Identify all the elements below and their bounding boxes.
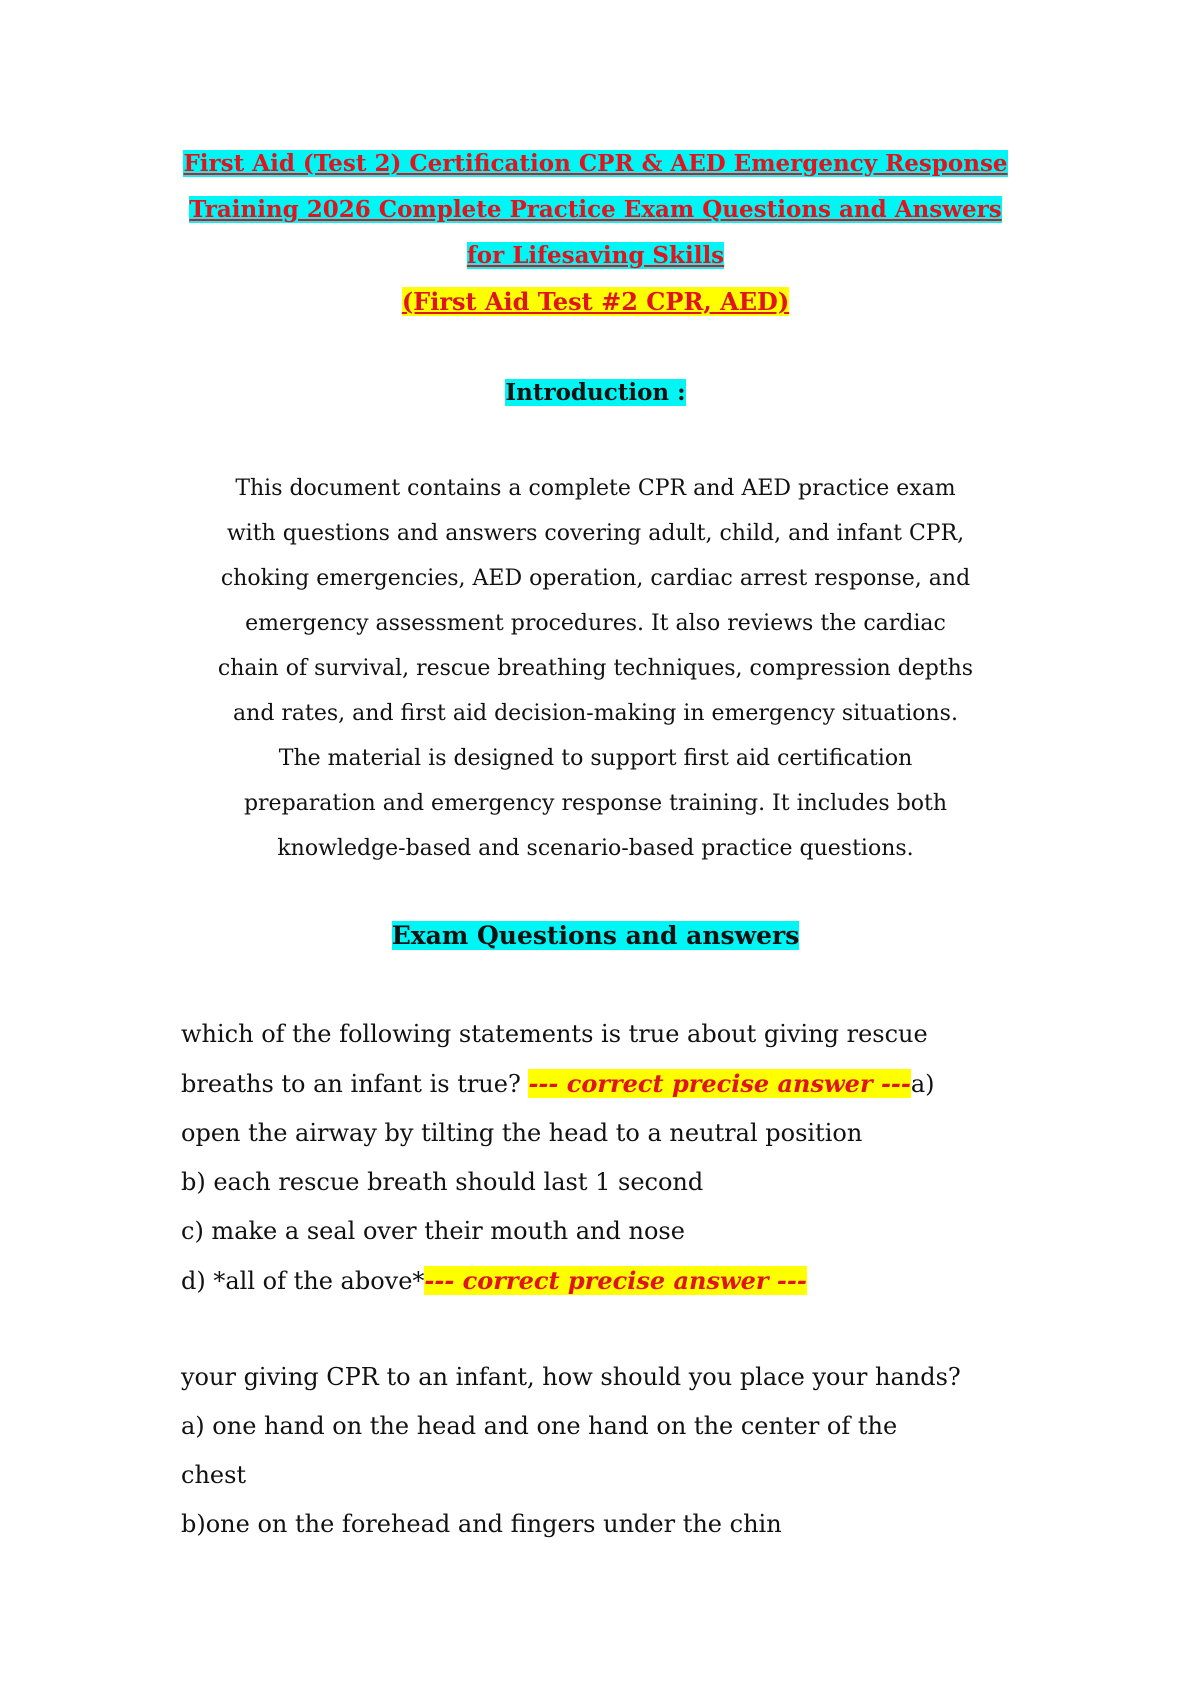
introduction-heading: Introduction :	[505, 379, 686, 406]
question-1-text: breaths to an infant is true?	[181, 1070, 529, 1098]
document-subtitle: (First Aid Test #2 CPR, AED)	[401, 287, 790, 316]
question-2-text: your giving CPR to an infant, how should…	[181, 1363, 961, 1391]
intro-line: This document contains a complete CPR an…	[235, 476, 956, 501]
intro-line: choking emergencies, AED operation, card…	[220, 566, 971, 591]
intro-line: emergency assessment procedures. It also…	[245, 611, 946, 636]
option-c: c) make a seal over their mouth and nose	[181, 1217, 685, 1245]
title-line-1: First Aid (Test 2) Certification CPR & A…	[183, 150, 1008, 177]
correct-answer-marker: --- correct precise answer ---	[424, 1266, 807, 1295]
intro-line: with questions and answers covering adul…	[226, 521, 965, 546]
option-a: open the airway by tilting the head to a…	[181, 1119, 863, 1147]
title-line-3: for Lifesaving Skills	[466, 242, 725, 269]
introduction-heading-row: Introduction :	[0, 376, 1191, 410]
question-2: your giving CPR to an infant, how should…	[181, 1353, 1051, 1549]
introduction-paragraph: This document contains a complete CPR an…	[170, 466, 1021, 871]
option-d: d) *all of the above*--- correct precise…	[181, 1256, 1051, 1306]
question-1-line: which of the following statements is tru…	[181, 1020, 928, 1048]
intro-line: knowledge-based and scenario-based pract…	[277, 836, 914, 861]
option-a: a) one hand on the head and one hand on …	[181, 1412, 898, 1440]
option-a-continued: chest	[181, 1461, 247, 1489]
intro-line: chain of survival, rescue breathing tech…	[217, 656, 974, 681]
option-d-text: d) *all of the above*	[181, 1267, 425, 1295]
option-b: b) each rescue breath should last 1 seco…	[181, 1168, 704, 1196]
intro-line: and rates, and first aid decision-making…	[233, 701, 958, 726]
question-1-line: breaths to an infant is true? --- correc…	[181, 1059, 1051, 1109]
title-line-2: Training 2026 Complete Practice Exam Que…	[189, 196, 1002, 223]
exam-heading: Exam Questions and answers	[391, 921, 800, 950]
question-1: which of the following statements is tru…	[181, 1010, 1051, 1306]
intro-line: The material is designed to support firs…	[278, 746, 913, 771]
exam-heading-row: Exam Questions and answers	[0, 918, 1191, 954]
option-label: a)	[910, 1070, 935, 1098]
correct-answer-marker: --- correct precise answer ---	[528, 1069, 911, 1098]
intro-line: preparation and emergency response train…	[243, 791, 948, 816]
document-title: First Aid (Test 2) Certification CPR & A…	[150, 141, 1041, 325]
option-b: b)one on the forehead and fingers under …	[181, 1510, 782, 1538]
